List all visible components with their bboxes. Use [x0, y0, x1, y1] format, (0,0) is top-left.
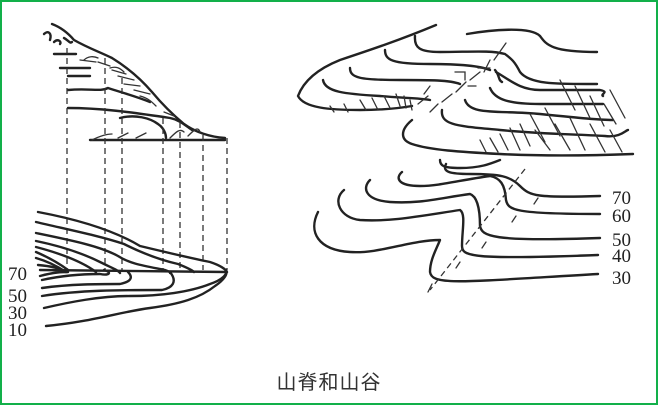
valley-contour-map	[313, 162, 602, 293]
ridge-3d-sketch	[42, 22, 227, 142]
valley-label-30: 30	[612, 268, 631, 289]
figure-caption: 山脊和山谷	[276, 370, 382, 394]
ridge-label-70: 70	[8, 264, 27, 285]
valley-label-70: 70	[612, 188, 631, 209]
valley-label-40: 40	[612, 246, 631, 267]
valley-contour-labels: 70 60 50 40 30	[612, 188, 631, 289]
projection-lines	[66, 48, 228, 270]
ridge-label-50: 50	[8, 286, 27, 307]
valley-label-50: 50	[612, 230, 631, 251]
ridge-label-30: 30	[8, 303, 27, 324]
ridge-contour-map	[34, 210, 229, 328]
ridge-contour-labels: 70 50 30 10	[8, 264, 27, 341]
ridge-label-10: 10	[8, 320, 27, 341]
valley-3d-sketch	[296, 23, 635, 170]
valley-label-60: 60	[612, 206, 631, 227]
